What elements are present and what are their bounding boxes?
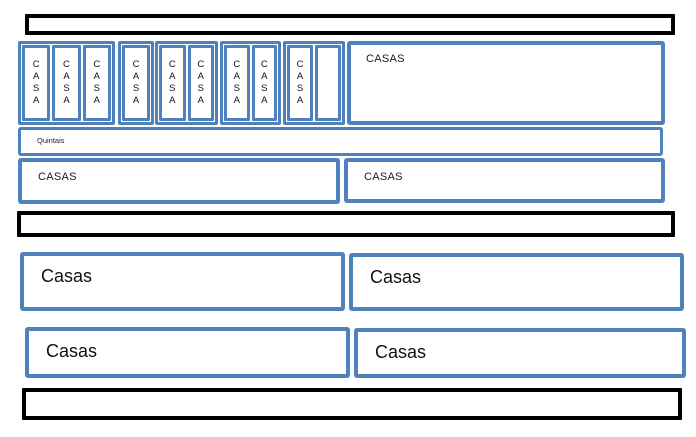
casas-label: CASAS [38, 171, 77, 183]
casa-label: CASA [296, 59, 304, 106]
casa-lot: CASA [22, 45, 51, 121]
casas-block-row2-right: Casas [354, 328, 686, 378]
casa-label: CASA [197, 59, 205, 106]
casas-block-row1-right: Casas [349, 253, 684, 311]
casa-label: CASA [93, 59, 101, 106]
casas-block-row1-left: Casas [20, 252, 345, 311]
casa-lot-group-5: CASA [283, 41, 345, 125]
casas-label: Casas [375, 342, 427, 362]
casa-label: CASA [233, 59, 241, 106]
casas-block-top-right: CASAS [347, 41, 665, 125]
casa-lot-group-1: CASA CASA CASA [18, 41, 115, 125]
casa-lot: CASA [287, 45, 313, 121]
casa-lot: CASA [159, 45, 186, 121]
casas-label: Casas [46, 341, 98, 361]
quintais-label: Quintais [37, 136, 65, 145]
casas-label: Casas [370, 267, 422, 287]
casa-lot-empty [315, 45, 341, 121]
street-bar-middle [17, 211, 675, 237]
casa-label: CASA [32, 59, 40, 106]
casas-block-row2-left: Casas [25, 327, 350, 378]
casas-row-left: CASAS [18, 158, 340, 204]
casas-label: Casas [41, 266, 93, 286]
casa-lot: CASA [187, 45, 214, 121]
quintais-strip: Quintais [18, 127, 663, 156]
casa-lot-group-3: CASA CASA [155, 41, 218, 125]
casa-lot: CASA [122, 45, 150, 121]
casa-lot-group-4: CASA CASA [220, 41, 281, 125]
casa-label: CASA [132, 59, 140, 106]
casa-lot: CASA [52, 45, 81, 121]
casa-lot: CASA [251, 45, 277, 121]
casas-label: CASAS [364, 171, 403, 183]
casa-lot: CASA [82, 45, 111, 121]
casa-lot: CASA [224, 45, 250, 121]
casa-label: CASA [63, 59, 70, 106]
casas-row-right: CASAS [344, 158, 665, 203]
casa-label: CASA [260, 59, 268, 106]
street-bar-top [25, 14, 675, 35]
casas-label: CASAS [366, 53, 405, 65]
casa-lot-group-2: CASA [118, 41, 154, 125]
street-bar-bottom [22, 388, 682, 420]
casa-label: CASA [168, 59, 176, 106]
